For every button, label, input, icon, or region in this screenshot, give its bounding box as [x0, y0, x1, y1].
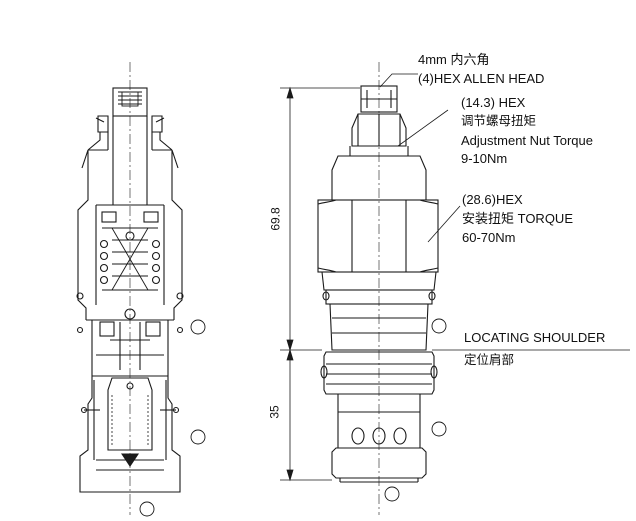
outline-view — [317, 62, 439, 515]
dimension-35: 35 — [267, 405, 282, 419]
adjust-hex-label: (14.3) HEX — [461, 95, 526, 110]
locating-shoulder-en-label: LOCATING SHOULDER — [464, 330, 606, 345]
dimension-lines — [280, 86, 630, 482]
section-view — [76, 62, 184, 515]
leader-lines — [379, 73, 461, 243]
body-torque-value: 60-70Nm — [462, 230, 516, 245]
adjust-torque-value: 9-10Nm — [461, 151, 508, 166]
dimension-69-8: 69.8 — [268, 207, 283, 231]
adjust-torque-en-label: Adjustment Nut Torque — [461, 133, 593, 148]
body-hex-label: (28.6)HEX — [462, 192, 523, 207]
adjust-torque-cn-label: 调节螺母扭矩 — [461, 114, 537, 128]
locating-shoulder-cn-label: 定位肩部 — [464, 353, 515, 367]
allen-head-size-label: 4mm 内六角 — [418, 52, 490, 67]
body-torque-label: 安装扭矩 TORQUE — [462, 211, 573, 226]
port-circles — [139, 318, 447, 517]
allen-head-type-label: (4)HEX ALLEN HEAD — [418, 71, 545, 86]
